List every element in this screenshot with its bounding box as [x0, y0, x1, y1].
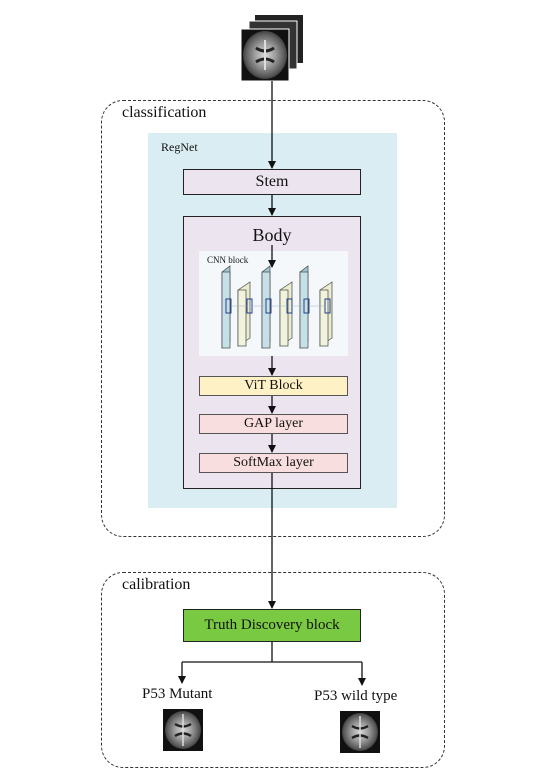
calibration-label: calibration: [122, 576, 191, 593]
truth-discovery-label: Truth Discovery block: [204, 617, 340, 633]
body-title: Body: [252, 225, 292, 245]
mri-slice-icon: [163, 709, 203, 751]
softmax-layer: SoftMax layer: [199, 453, 348, 473]
regnet-label: RegNet: [161, 140, 198, 154]
vit-block: ViT Block: [199, 376, 348, 396]
classification-group: [101, 100, 445, 537]
cnn-layers-illustration: [221, 265, 333, 349]
truth-discovery-block: Truth Discovery block: [183, 609, 361, 642]
p53-wild-label: P53 wild type: [314, 688, 398, 704]
gap-layer: GAP layer: [199, 414, 348, 434]
classification-label: classification: [122, 104, 207, 121]
stem-block: Stem: [183, 169, 361, 195]
stem-label: Stem: [255, 173, 289, 190]
p53-mutant-label: P53 Mutant: [142, 686, 213, 702]
softmax-label: SoftMax layer: [233, 455, 314, 470]
calibration-group: [101, 572, 445, 768]
mri-stack-icon: [240, 15, 303, 82]
vit-label: ViT Block: [244, 378, 303, 393]
gap-label: GAP layer: [244, 416, 303, 431]
mri-slice-icon: [340, 711, 380, 753]
cnn-block-label: CNN block: [207, 255, 249, 265]
